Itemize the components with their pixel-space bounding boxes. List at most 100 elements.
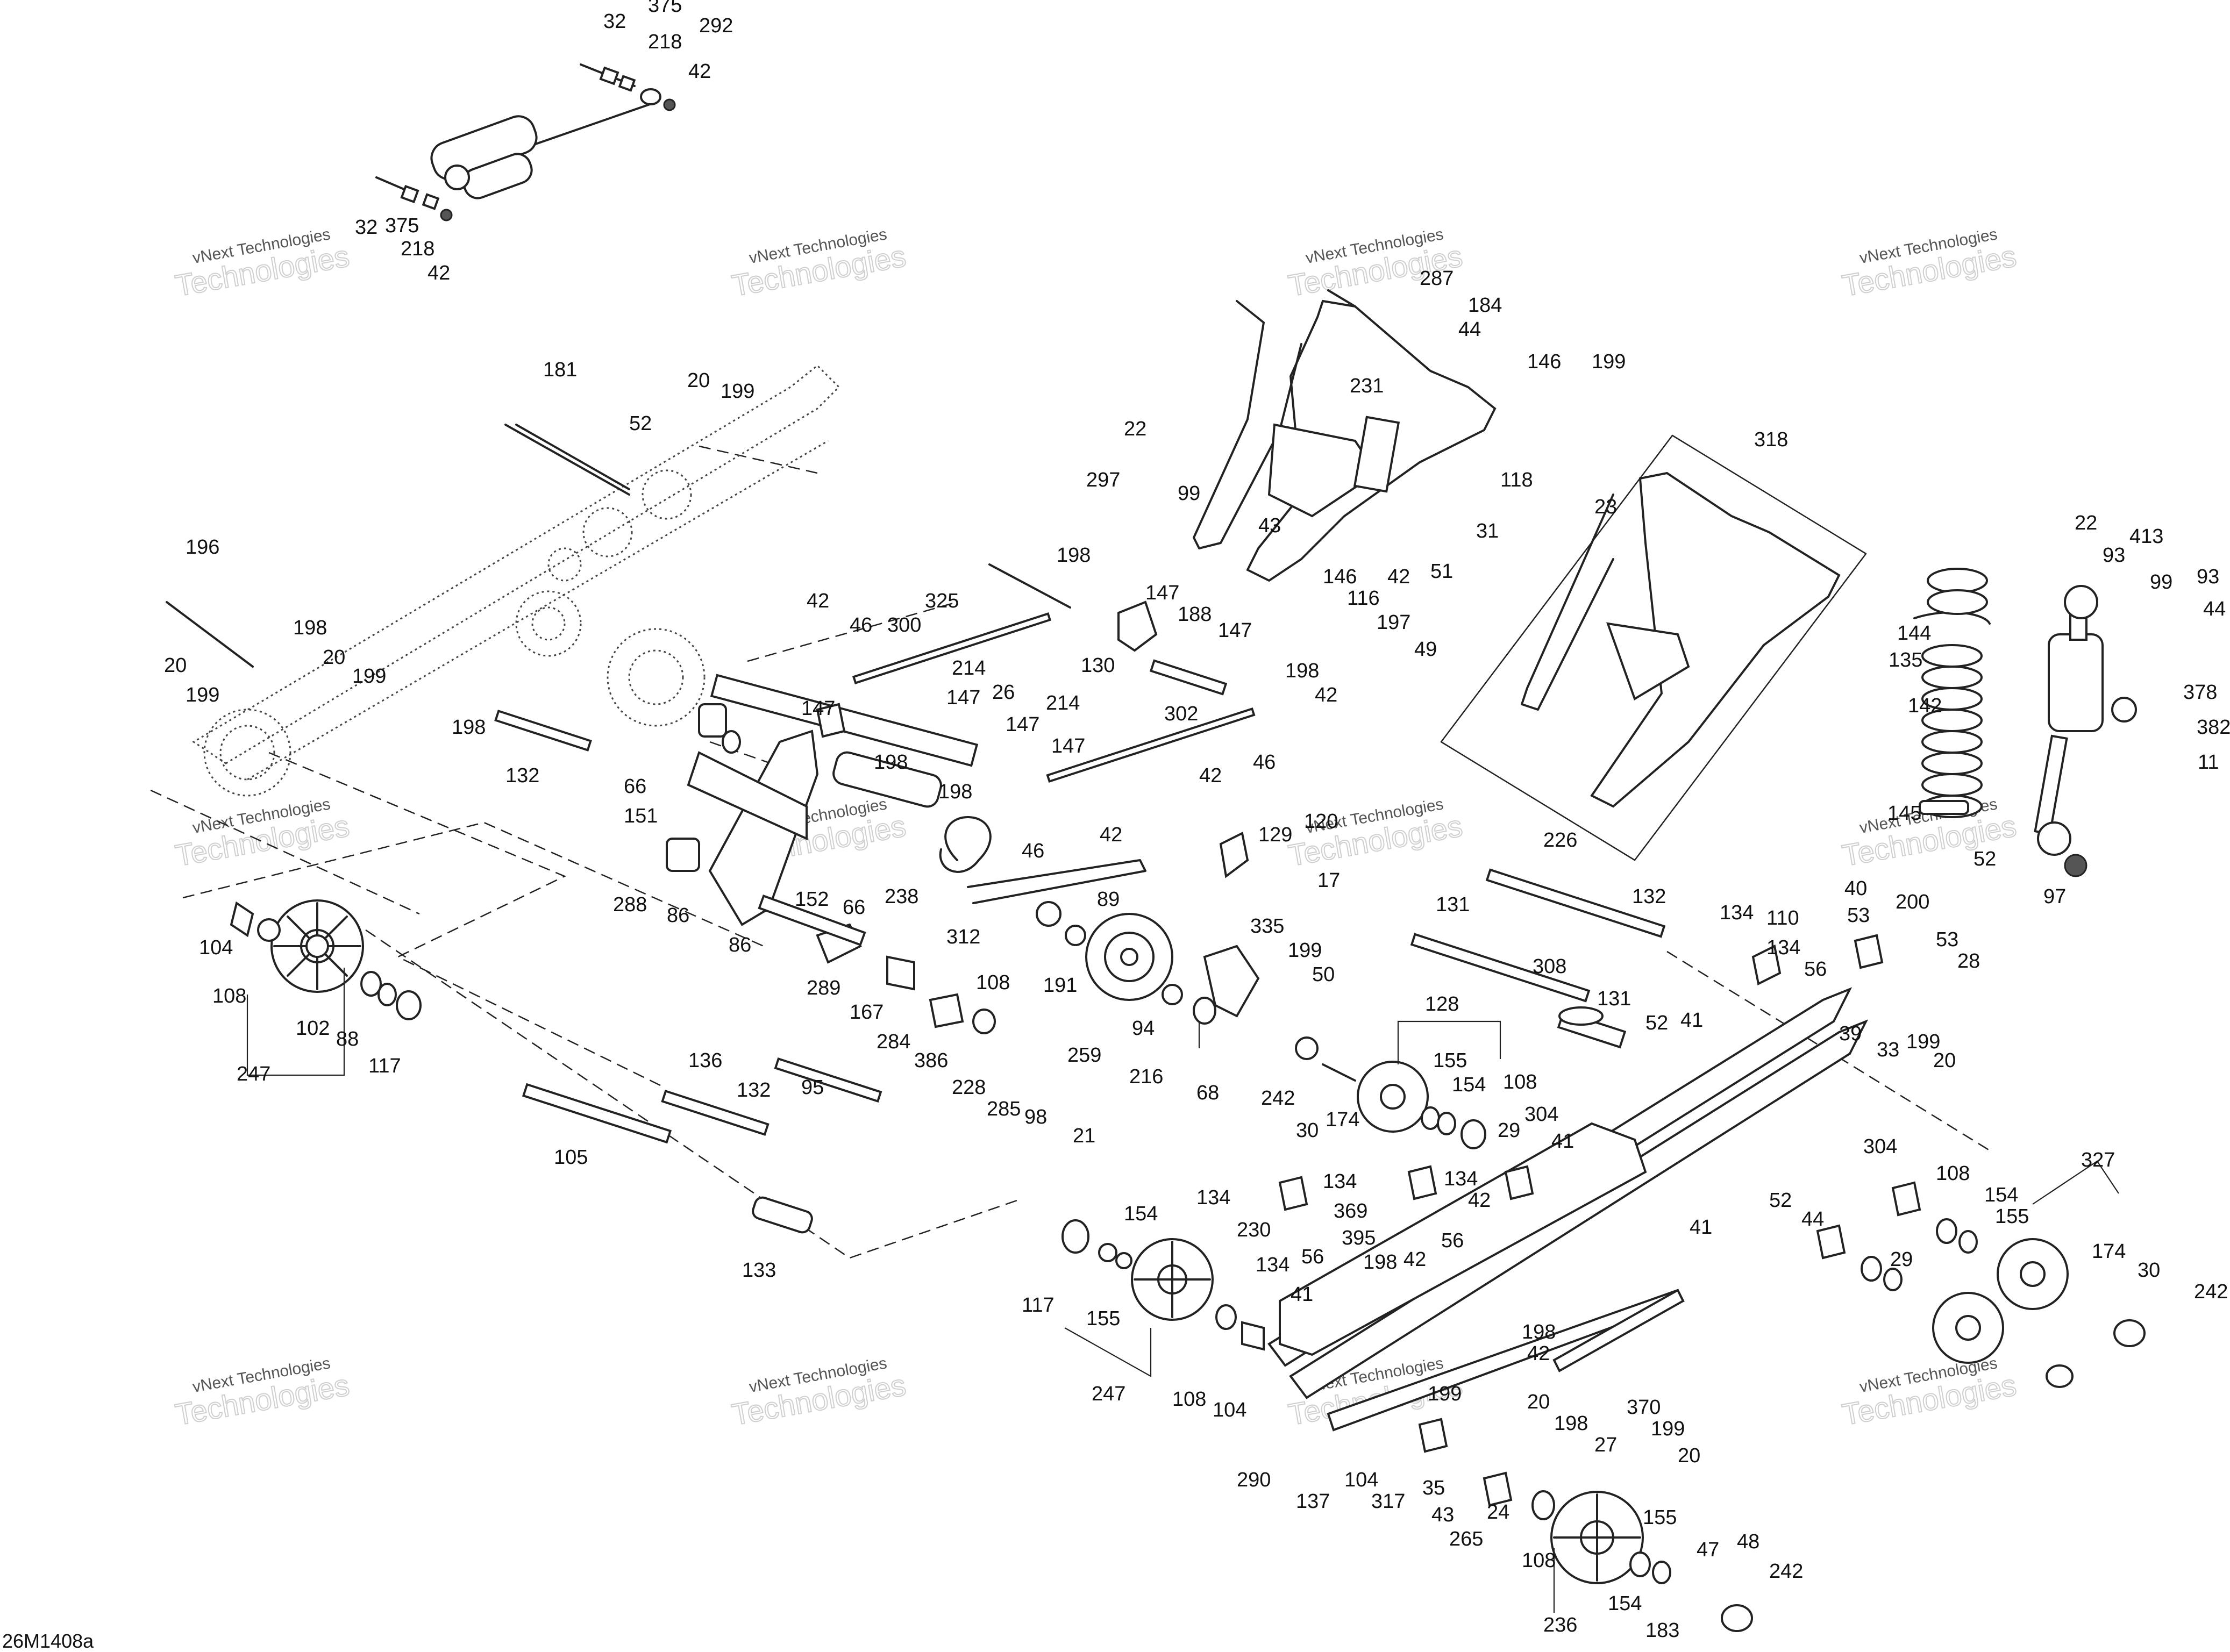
callout: 41 (1551, 1130, 1574, 1153)
dashed-line (365, 929, 1022, 1259)
callout: 134 (1323, 1170, 1357, 1193)
callout: 102 (296, 1017, 330, 1040)
callout: 27 (1594, 1434, 1617, 1456)
callout: 167 (850, 1001, 884, 1024)
callout: 105 (554, 1146, 588, 1169)
dashed-line (268, 752, 662, 1087)
callout: 53 (1847, 904, 1870, 927)
callout: 41 (1291, 1283, 1313, 1306)
wheel-left-247 (230, 899, 422, 1020)
callout: 152 (795, 888, 829, 911)
callout: 68 (1196, 1082, 1219, 1104)
callout: 247 (237, 1063, 270, 1085)
callout: 20 (1527, 1391, 1550, 1413)
callout: 147 (1145, 582, 1179, 604)
callout: 46 (850, 614, 872, 637)
callout: 42 (1403, 1248, 1426, 1271)
callout: 378 (2183, 681, 2217, 704)
callout: 21 (1073, 1125, 1095, 1147)
rear-arm-assembly (1193, 289, 1497, 582)
callout: 56 (1301, 1246, 1324, 1268)
callout: 302 (1164, 703, 1198, 725)
callout: 198 (1554, 1412, 1588, 1435)
callout: 35 (1422, 1477, 1445, 1499)
callout: 53 (1936, 928, 1958, 951)
callout: 39 (1839, 1022, 1862, 1045)
callout: 375 (648, 0, 682, 17)
callout: 52 (1645, 1012, 1668, 1034)
callout: 29 (1498, 1119, 1520, 1142)
callout: 20 (323, 646, 345, 669)
callout: 183 (1645, 1619, 1679, 1642)
callout: 42 (1100, 824, 1122, 846)
callout: 198 (874, 751, 908, 774)
rear-wheel-259 (1036, 901, 1216, 1025)
callout: 181 (543, 359, 577, 381)
callout: 132 (737, 1079, 771, 1102)
callout: 304 (1863, 1135, 1897, 1158)
dashed-line (150, 789, 420, 915)
callout: 199 (186, 684, 219, 706)
alternate-arm-box (1440, 434, 1867, 861)
callout: 133 (742, 1259, 776, 1282)
callout: 136 (688, 1049, 722, 1072)
callout: 43 (1258, 514, 1281, 537)
callout: 155 (1086, 1307, 1120, 1330)
wheel-lower-247 (1061, 1219, 1265, 1351)
callout: 41 (1680, 1009, 1703, 1032)
small-parts (722, 600, 1884, 1507)
callout: 142 (1908, 695, 1942, 717)
callout: 218 (401, 238, 434, 260)
callout: 22 (2075, 512, 2097, 534)
callout: 199 (1288, 939, 1322, 962)
callout: 318 (1754, 428, 1788, 451)
dashed-line (182, 821, 764, 947)
callout: 31 (1476, 520, 1499, 542)
callout: 41 (1690, 1216, 1712, 1239)
callout: 146 (1323, 566, 1357, 588)
callout: 154 (1452, 1074, 1486, 1096)
callout: 104 (1344, 1469, 1378, 1491)
callout: 56 (1804, 958, 1827, 981)
callout: 145 (1887, 802, 1921, 825)
callout: 134 (1196, 1186, 1230, 1209)
callout: 197 (1377, 611, 1410, 634)
callout: 287 (1420, 267, 1454, 290)
watermark: vNext Technologies Technologies (172, 225, 352, 303)
callout: 137 (1296, 1490, 1330, 1513)
callout: 86 (667, 904, 689, 927)
callout: 198 (1522, 1321, 1556, 1343)
callout: 312 (946, 926, 980, 948)
callout: 95 (801, 1076, 824, 1099)
callout: 369 (1334, 1200, 1367, 1222)
callout: 216 (1129, 1065, 1163, 1088)
callout: 134 (1766, 936, 1800, 959)
watermark: vNext Technologies Technologies (172, 795, 352, 873)
callout: 89 (1097, 888, 1120, 911)
callout: 386 (914, 1049, 948, 1072)
callout: 218 (648, 31, 682, 53)
callout: 117 (368, 1055, 401, 1077)
callout: 198 (1285, 660, 1319, 682)
callout: 132 (505, 764, 539, 787)
callout: 52 (629, 412, 652, 435)
callout: 151 (624, 805, 658, 827)
dashed-line (699, 445, 818, 474)
callout: 147 (801, 697, 835, 720)
callout: 129 (1258, 824, 1292, 846)
callout: 43 (1431, 1504, 1454, 1526)
callout: 28 (1957, 950, 1980, 972)
watermark: vNext Technologies Technologies (172, 1354, 352, 1432)
callout: 20 (687, 369, 710, 392)
callout: 317 (1371, 1490, 1405, 1513)
callout: 86 (729, 934, 751, 956)
callout: 108 (212, 985, 246, 1007)
callout: 288 (613, 893, 647, 916)
callout: 198 (938, 781, 972, 803)
callout: 290 (1237, 1469, 1271, 1491)
callout: 30 (1296, 1119, 1319, 1142)
watermark: vNext Technologies Technologies (729, 225, 909, 303)
callout: 134 (1444, 1168, 1478, 1190)
callout: 199 (1906, 1031, 1940, 1053)
callout: 174 (1326, 1109, 1359, 1131)
